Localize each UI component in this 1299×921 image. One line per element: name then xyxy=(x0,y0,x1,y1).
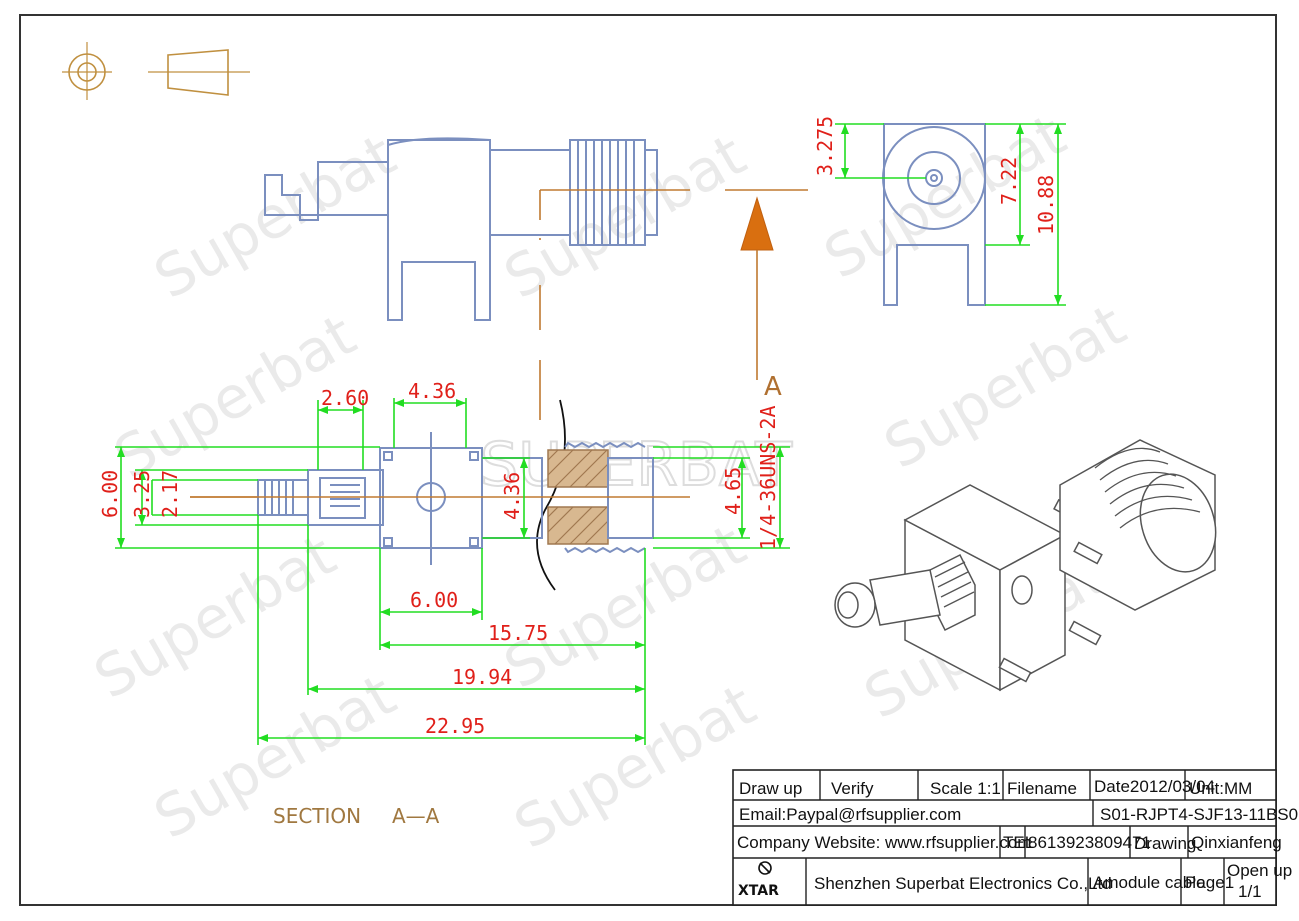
tb-drawer: Qinxianfeng xyxy=(1191,833,1282,852)
side-view-connector xyxy=(264,137,808,321)
watermark-text: Superbat xyxy=(503,671,767,862)
section-view-dimensions: 2.60 4.36 6.00 3.25 2.17 4.36 xyxy=(98,379,790,745)
watermark-text: Superbat xyxy=(143,121,407,312)
watermark-text: Superbat xyxy=(873,291,1137,482)
tb-drawing-label: Drawing xyxy=(1134,834,1196,853)
section-label: SECTION A—A xyxy=(273,804,440,828)
dim-22-95: 22.95 xyxy=(425,714,485,738)
tb-unit: Unit:MM xyxy=(1189,779,1252,798)
tb-verify: Verify xyxy=(831,779,874,798)
front-view-dimensions: 3.275 7.22 10.88 xyxy=(813,116,1066,306)
tb-draw-up: Draw up xyxy=(739,779,802,798)
dim-3-275: 3.275 xyxy=(813,116,837,176)
dim-thread: 1/4-36UNS-2A xyxy=(756,406,780,551)
tb-open-up-pages: 1/1 xyxy=(1238,882,1262,901)
isometric-view-connector xyxy=(834,439,1217,692)
section-cut-line xyxy=(536,190,566,591)
tb-scale: Scale 1:1 xyxy=(930,779,1001,798)
watermark-text: Superbat xyxy=(83,521,347,712)
company-logo: XTAR xyxy=(738,861,779,899)
tb-page: Page1 xyxy=(1185,873,1234,892)
tb-company: Shenzhen Superbat Electronics Co.,Ltd xyxy=(814,874,1112,893)
dim-6-00-bottom: 6.00 xyxy=(410,588,458,612)
tb-website: Company Website: www.rfsupplier.com xyxy=(737,833,1031,852)
tb-filename: Filename xyxy=(1007,779,1077,798)
drawing-frame xyxy=(19,14,1277,906)
tb-open-up: Open up xyxy=(1227,861,1292,880)
tb-product: Amodule cable xyxy=(1093,873,1205,892)
dim-10-88: 10.88 xyxy=(1034,175,1058,235)
dim-2-60: 2.60 xyxy=(321,386,369,410)
tb-part-number: S01-RJPT4-SJF13-11BS01 xyxy=(1100,805,1299,824)
dim-4-36-top: 4.36 xyxy=(408,379,456,403)
dim-19-94: 19.94 xyxy=(452,665,512,689)
tb-date: Date2012/03/04 xyxy=(1094,777,1215,796)
dim-4-65: 4.65 xyxy=(721,467,745,515)
section-marker-letter: A xyxy=(764,372,782,402)
dim-7-22: 7.22 xyxy=(997,157,1021,205)
section-word: SECTION xyxy=(273,804,361,828)
watermark-big-text: SUPERBAT xyxy=(480,430,792,500)
dim-6-00-left: 6.00 xyxy=(98,470,122,518)
dim-4-36-mid: 4.36 xyxy=(500,472,524,520)
watermark-text: Superbat xyxy=(493,511,757,702)
section-view-connector xyxy=(190,432,690,565)
section-letters: A—A xyxy=(392,804,440,828)
title-block: Draw up Verify Scale 1:1 Filename Date20… xyxy=(732,769,1299,906)
dim-15-75: 15.75 xyxy=(488,621,548,645)
dim-2-17: 2.17 xyxy=(158,470,182,518)
projection-symbol xyxy=(62,42,250,100)
tb-tel: 8613923809471 xyxy=(1028,833,1151,852)
tb-tel-label: TEL xyxy=(1003,833,1034,852)
dim-3-25: 3.25 xyxy=(130,470,154,518)
logo-text: XTAR xyxy=(738,883,779,899)
section-arrow: A xyxy=(740,196,782,402)
tb-email: Email:Paypal@rfsupplier.com xyxy=(739,805,961,824)
